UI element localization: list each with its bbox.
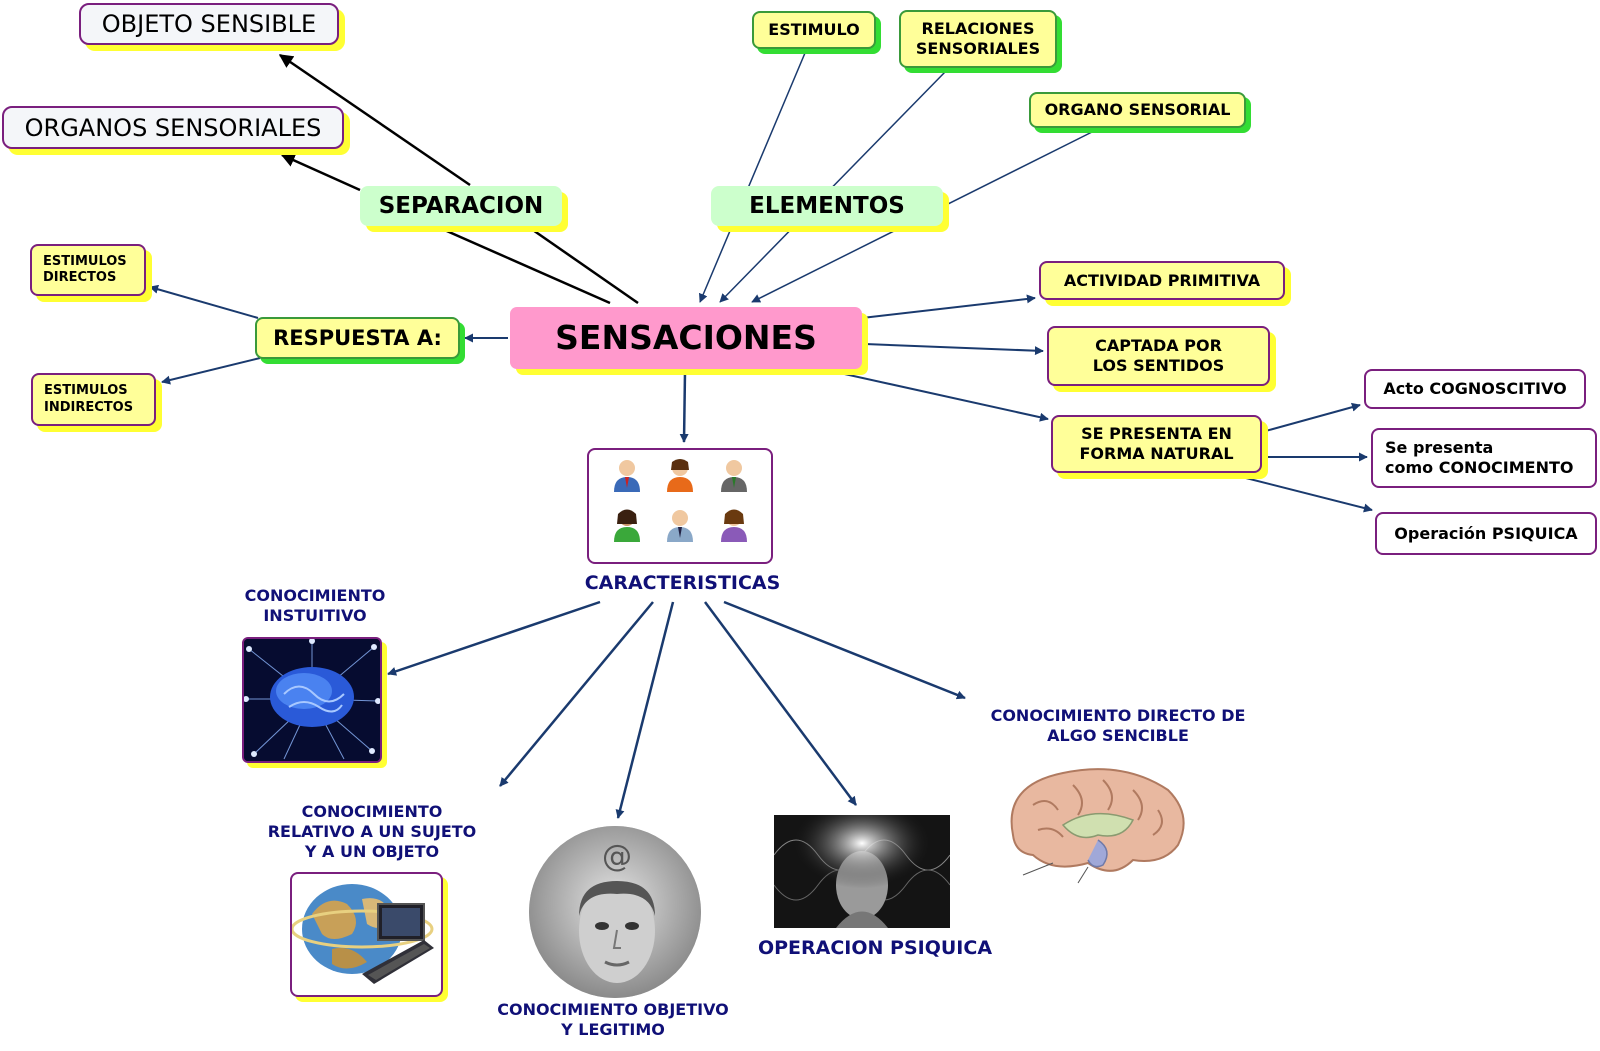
globe-laptop-image bbox=[290, 872, 443, 997]
box-estimulo: ESTIMULO bbox=[752, 11, 876, 49]
person-icon bbox=[721, 460, 747, 492]
person-icon bbox=[614, 509, 640, 542]
svg-text:@: @ bbox=[602, 839, 632, 874]
edge-car-relativo bbox=[499, 601, 654, 787]
box-relaciones-sensoriales: RELACIONES SENSORIALES bbox=[899, 10, 1057, 68]
edge-center-separacion-a bbox=[439, 226, 611, 305]
edge-respuesta-directos bbox=[149, 284, 259, 319]
person-icon bbox=[667, 459, 693, 492]
edge-center-natural bbox=[839, 372, 1049, 422]
box-estimulos-indirectos: ESTIMULOS INDIRECTOS bbox=[31, 373, 156, 426]
brain-network-image bbox=[242, 637, 382, 763]
box-estimulos-directos: ESTIMULOS DIRECTOS bbox=[30, 244, 146, 296]
edge-car-objetivo bbox=[615, 601, 675, 819]
edge-car-instuitivo bbox=[387, 600, 601, 676]
branch-respuesta: RESPUESTA A: bbox=[255, 317, 460, 359]
woman-face-image: @ bbox=[529, 826, 701, 998]
caracteristicas-label: CARACTERISTICAS bbox=[584, 572, 781, 594]
label-conocimiento-directo: CONOCIMIENTO DIRECTO DE ALGO SENCIBLE bbox=[990, 706, 1246, 745]
label-conocimiento-relativo: CONOCIMIENTO RELATIVO A UN SUJETO Y A UN… bbox=[267, 802, 477, 861]
box-organo-sensorial: ORGANO SENSORIAL bbox=[1029, 92, 1246, 128]
box-acto-cognoscitivo: Acto COGNOSCITIVO bbox=[1364, 369, 1586, 409]
edge-separacion-organos bbox=[280, 153, 361, 192]
edge-center-captada bbox=[864, 343, 1044, 356]
center-node-sensaciones: SENSACIONES bbox=[510, 307, 862, 369]
people-icons-image bbox=[587, 448, 773, 564]
person-icon bbox=[614, 460, 640, 492]
edge-natural-operacion bbox=[1229, 473, 1373, 513]
box-captada-por-los-sentidos: CAPTADA POR LOS SENTIDOS bbox=[1047, 326, 1270, 386]
person-icon bbox=[721, 509, 747, 542]
edge-center-separacion-b bbox=[529, 226, 639, 305]
edge-car-operacion bbox=[703, 601, 858, 806]
psychic-head-image bbox=[774, 815, 950, 928]
edge-natural-acto bbox=[1261, 402, 1361, 433]
box-operacion-psiquica-sm: Operación PSIQUICA bbox=[1375, 512, 1597, 555]
edge-center-caracteristicas bbox=[679, 371, 689, 443]
brain-sagittal-image bbox=[993, 755, 1203, 893]
box-se-presenta-forma-natural: SE PRESENTA EN FORMA NATURAL bbox=[1051, 415, 1262, 473]
edge-respuesta-indirectos bbox=[161, 357, 261, 385]
edge-center-actividad bbox=[861, 294, 1036, 319]
label-conocimiento-objetivo: CONOCIMIENTO OBJETIVO Y LEGITIMO bbox=[497, 1000, 729, 1039]
branch-elementos: ELEMENTOS bbox=[711, 186, 943, 226]
edge-estimulo-center bbox=[699, 52, 806, 303]
box-se-presenta-conocimento: Se presenta como CONOCIMENTO bbox=[1371, 428, 1597, 488]
box-objeto-sensible: OBJETO SENSIBLE bbox=[79, 3, 339, 45]
person-icon bbox=[667, 510, 693, 542]
branch-separacion: SEPARACION bbox=[360, 186, 562, 226]
label-operacion-psiquica: OPERACION PSIQUICA bbox=[757, 937, 993, 959]
box-organos-sensoriales: ORGANOS SENSORIALES bbox=[2, 106, 344, 149]
edge-car-directo bbox=[723, 600, 966, 700]
box-actividad-primitiva: ACTIVIDAD PRIMITIVA bbox=[1039, 261, 1285, 300]
label-conocimiento-instuitivo: CONOCIMIENTO INSTUITIVO bbox=[244, 586, 386, 625]
